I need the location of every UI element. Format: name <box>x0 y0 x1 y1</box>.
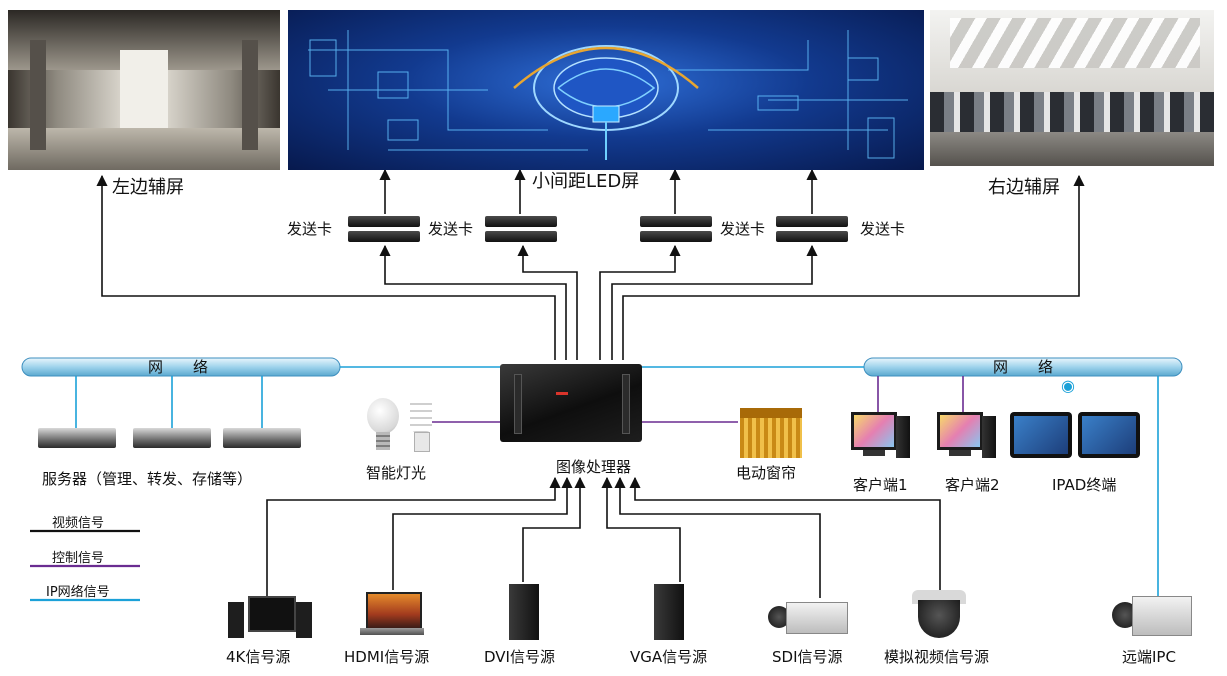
sender-card-1 <box>348 216 420 244</box>
sender-card-label-2: 发送卡 <box>428 220 474 238</box>
sender-card-3 <box>640 216 712 244</box>
cfl-bulb-icon <box>408 398 434 456</box>
network-label-right: 网 络 <box>993 358 1054 376</box>
source-label-dvi: DVI信号源 <box>484 648 555 666</box>
source-hdmi-laptop <box>360 592 424 638</box>
ipad-label: IPAD终端 <box>1052 476 1117 494</box>
legend-lines <box>30 529 140 602</box>
sender-card-label-3: 发送卡 <box>720 220 766 238</box>
ipad-1 <box>1010 412 1072 458</box>
left-screen-label: 左边辅屏 <box>112 177 184 198</box>
video-input-lines <box>266 476 941 600</box>
servers-label: 服务器（管理、转发、存储等） <box>42 470 253 488</box>
network-label-left: 网 络 <box>148 358 209 376</box>
video-output-lines <box>96 168 1085 360</box>
control-lines <box>428 376 964 423</box>
right-screen-label: 右边辅屏 <box>988 177 1060 198</box>
source-label-hdmi: HDMI信号源 <box>344 648 430 666</box>
source-4k-computer <box>228 596 312 640</box>
wifi-icon: ◉ <box>1061 376 1075 395</box>
remote-ipc-label: 远端IPC <box>1122 648 1176 666</box>
remote-ipc-camera <box>1112 592 1192 640</box>
source-vga-tower <box>654 584 684 640</box>
client-1-label: 客户端1 <box>853 476 908 494</box>
legend-control-label: 控制信号 <box>52 551 105 566</box>
center-screen-label: 小间距LED屏 <box>532 171 640 192</box>
source-label-sdi: SDI信号源 <box>772 648 843 666</box>
source-dvi-tower <box>509 584 539 640</box>
source-label-4k: 4K信号源 <box>226 648 291 666</box>
lighting-label: 智能灯光 <box>366 464 427 482</box>
legend-ip-label: IP网络信号 <box>46 585 110 600</box>
curtain-label: 电动窗帘 <box>736 464 797 482</box>
source-sdi-camera <box>768 600 850 636</box>
server-1 <box>38 428 116 448</box>
center-led-screen-image <box>288 10 924 170</box>
ipad-2 <box>1078 412 1140 458</box>
server-2 <box>133 428 211 448</box>
sender-card-2 <box>485 216 557 244</box>
source-analog-dome-camera <box>912 590 966 640</box>
right-screen-image <box>930 10 1214 166</box>
source-label-vga: VGA信号源 <box>630 648 708 666</box>
source-label-analog: 模拟视频信号源 <box>884 648 990 666</box>
curtain-icon <box>740 408 802 458</box>
sender-card-label-4: 发送卡 <box>860 220 906 238</box>
client-2-computer <box>937 412 997 464</box>
ip-lines <box>75 366 1159 600</box>
image-processor-label: 图像处理器 <box>556 458 632 476</box>
client-2-label: 客户端2 <box>945 476 1000 494</box>
legend-video-label: 视频信号 <box>52 516 105 531</box>
sender-card-label-1: 发送卡 <box>287 220 333 238</box>
light-bulb-icon <box>363 398 403 456</box>
client-1-computer <box>851 412 911 464</box>
server-3 <box>223 428 301 448</box>
sender-card-4 <box>776 216 848 244</box>
left-screen-image <box>8 10 280 170</box>
image-processor-device <box>500 364 642 442</box>
